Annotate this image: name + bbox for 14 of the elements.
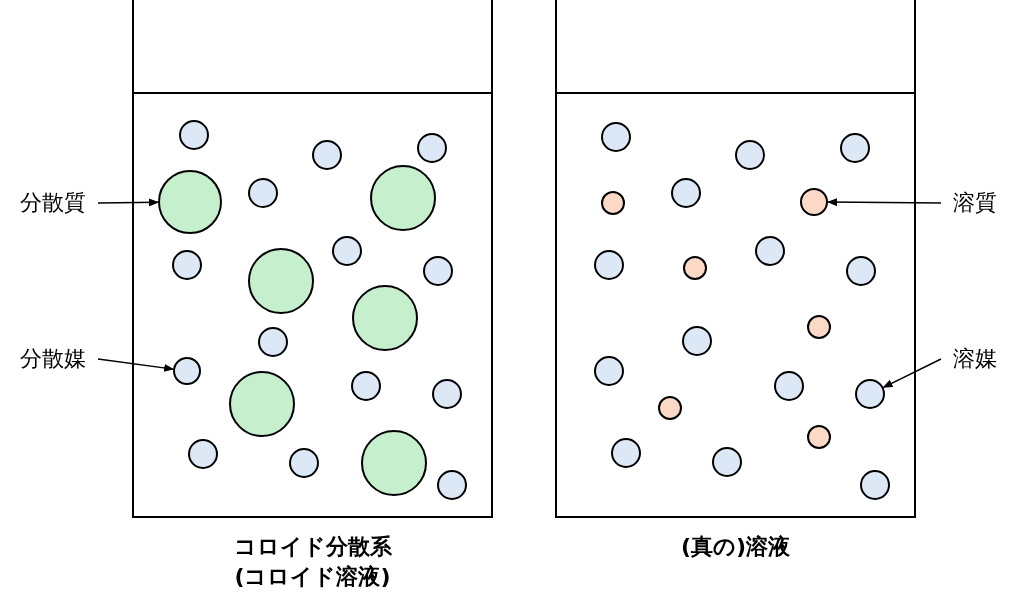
particle-circle <box>173 357 201 385</box>
leader-arrow <box>97 198 159 207</box>
part-label: 溶質 <box>953 188 997 218</box>
particle-circle <box>800 188 828 216</box>
beaker-caption: (真の)溶液 <box>679 533 792 561</box>
leader-arrow <box>882 358 942 389</box>
part-label: 分散質 <box>20 188 86 218</box>
part-label: 分散媒 <box>20 344 86 374</box>
part-label: 溶媒 <box>953 344 997 374</box>
leader-arrow <box>97 358 175 372</box>
leader-arrow <box>827 198 942 207</box>
particle-circle <box>855 379 885 409</box>
particle-circle <box>158 170 222 234</box>
beaker-caption: コロイド分散系(コロイド溶液) <box>232 533 393 591</box>
